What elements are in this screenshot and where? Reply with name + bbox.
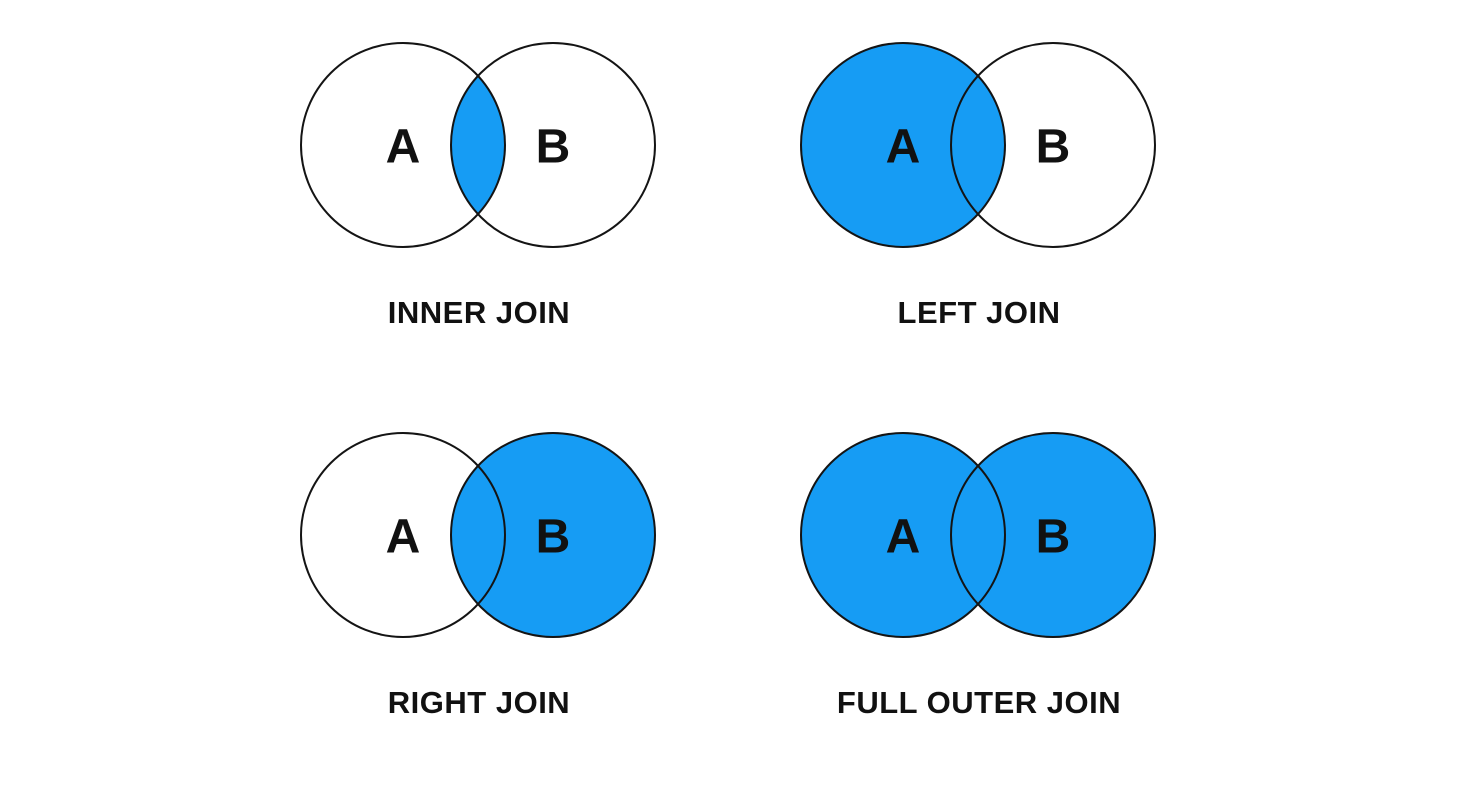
label-b: B bbox=[1036, 121, 1071, 174]
circle-b-outline bbox=[950, 42, 1156, 248]
label-b: B bbox=[536, 121, 571, 174]
circle-a-fill bbox=[801, 43, 1005, 247]
panel-title-inner-join: INNER JOIN bbox=[387, 295, 571, 330]
venn-right-join: A B bbox=[300, 432, 656, 638]
circle-a-outline bbox=[800, 432, 1006, 638]
circle-b-fill bbox=[951, 433, 1155, 637]
panel-title-left-join: LEFT JOIN bbox=[897, 295, 1061, 330]
label-b: B bbox=[536, 511, 571, 564]
panel-inner-join: A B INNER JOIN bbox=[299, 41, 659, 341]
panel-full-outer-join: A B FULL OUTER JOIN bbox=[799, 431, 1159, 731]
label-a: A bbox=[886, 121, 921, 174]
venn-full-outer-join: A B bbox=[800, 432, 1156, 638]
circle-b-outline bbox=[950, 432, 1156, 638]
circle-b-outline bbox=[450, 432, 656, 638]
label-a: A bbox=[886, 511, 921, 564]
circle-a-outline bbox=[300, 432, 506, 638]
circle-b-outline bbox=[450, 42, 656, 248]
label-a: A bbox=[386, 511, 421, 564]
circle-b-fill bbox=[451, 433, 655, 637]
panel-right-join: A B RIGHT JOIN bbox=[299, 431, 659, 731]
panel-left-join: A B LEFT JOIN bbox=[799, 41, 1159, 341]
label-a: A bbox=[386, 121, 421, 174]
intersection-region bbox=[451, 75, 505, 215]
venn-inner-join: A B bbox=[300, 42, 656, 248]
circle-a-fill bbox=[801, 433, 1005, 637]
label-b: B bbox=[1036, 511, 1071, 564]
panel-title-right-join: RIGHT JOIN bbox=[387, 685, 571, 720]
circle-a-outline bbox=[300, 42, 506, 248]
venn-left-join: A B bbox=[800, 42, 1156, 248]
circle-a-outline bbox=[800, 42, 1006, 248]
panel-title-full-outer-join: FULL OUTER JOIN bbox=[836, 685, 1122, 720]
